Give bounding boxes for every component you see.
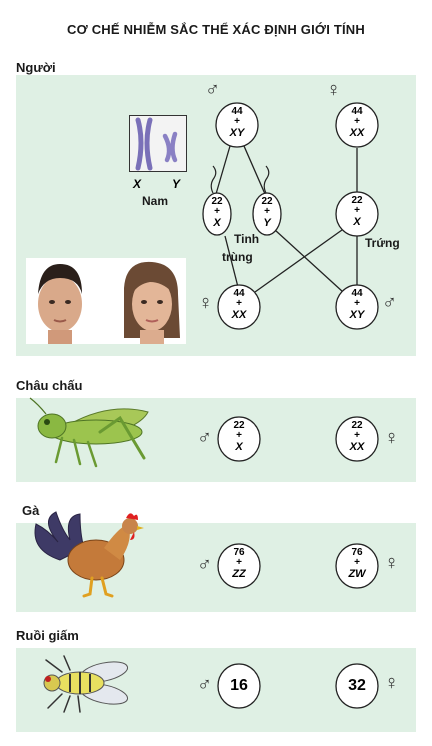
- man-woman-faces-icon: [38, 261, 180, 344]
- cell-text-top: 22: [261, 196, 273, 207]
- grasshopper-icon: [29, 397, 149, 468]
- cell-text-plus: +: [236, 430, 242, 441]
- cell-parent-male: [215, 102, 259, 148]
- cell-fly-female-text: 32: [348, 677, 366, 694]
- cell-child-female-text: 44 + XX: [218, 288, 260, 322]
- cell-text-bottom: ZZ: [232, 568, 246, 580]
- male-symbol-icon: ♂: [382, 292, 397, 314]
- cell-fly-male: [217, 663, 261, 709]
- line-sperm-y-to-son: [274, 229, 344, 293]
- cell-text-top: 22: [233, 420, 245, 431]
- cell-child-female: [217, 284, 261, 330]
- cell-fly-female: [335, 663, 379, 709]
- section-label-chicken: Gà: [22, 503, 40, 518]
- cell-text-top: 44: [233, 288, 245, 299]
- cell-chicken-male: [217, 543, 261, 589]
- cell-text-bottom: XX: [231, 309, 247, 321]
- female-symbol-icon: ♀: [326, 79, 341, 101]
- cell-text-top: 44: [351, 288, 363, 299]
- female-symbol-icon: ♀: [384, 672, 399, 694]
- cell-text-plus: +: [354, 430, 360, 441]
- cell-text-top: 22: [211, 196, 223, 207]
- cell-egg-text: 22 + X: [336, 195, 378, 229]
- cell-child-male-text: 44 + XY: [336, 288, 378, 322]
- cell-chicken-female-text: 76 + ZW: [336, 547, 378, 581]
- section-label-grasshopper: Châu chấu: [16, 378, 83, 393]
- cell-text-plus: +: [236, 298, 242, 309]
- cell-text-plus: +: [354, 298, 360, 309]
- cell-fly-male-text: 16: [230, 677, 248, 694]
- cell-text-plus: +: [236, 557, 242, 568]
- sperm-y-tail-icon: [263, 165, 270, 194]
- cell-text-top: 76: [233, 547, 245, 558]
- rooster-icon: [34, 511, 144, 598]
- cell-text-bottom: XX: [349, 127, 365, 139]
- cell-text-top: 22: [351, 420, 363, 431]
- chromosome-x-label: X: [133, 177, 142, 191]
- cell-text-bottom: XY: [229, 127, 245, 139]
- cell-text-plus: +: [264, 206, 270, 217]
- nam-label: Nam: [142, 194, 169, 208]
- cell-text-bottom: X: [353, 216, 361, 228]
- female-symbol-icon: ♀: [384, 552, 399, 574]
- cell-text-bottom: X: [235, 441, 243, 453]
- cell-text-bottom: XX: [349, 441, 365, 453]
- cell-grasshopper-female-text: 22 + XX: [336, 420, 378, 454]
- chromosome-y-label: Y: [172, 177, 181, 191]
- male-symbol-icon: ♂: [205, 79, 220, 101]
- section-label-human: Người: [16, 60, 56, 75]
- cell-sperm-y: [252, 192, 282, 236]
- cell-child-male: [335, 284, 379, 330]
- cell-sperm-x-text: 22 + X: [203, 196, 231, 230]
- cell-text-bottom: XY: [349, 309, 365, 321]
- cell-text-plus: +: [234, 116, 240, 127]
- cell-text-bottom: Y: [263, 217, 271, 229]
- cell-text-top: 76: [351, 547, 363, 558]
- male-symbol-icon: ♂: [197, 427, 212, 449]
- sperm-x-tail-icon: [210, 165, 217, 194]
- trung-egg-label: Trứng: [365, 236, 400, 250]
- cell-sperm-y-text: 22 + Y: [253, 196, 281, 230]
- cell-grasshopper-female: [335, 416, 379, 462]
- line-egg-to-daughter: [254, 229, 343, 293]
- cell-text-top: 22: [351, 195, 363, 206]
- cell-text-bottom: ZW: [348, 568, 366, 580]
- male-symbol-icon: ♂: [197, 674, 212, 696]
- male-symbol-icon: ♂: [197, 554, 212, 576]
- tinh-label: Tinh: [234, 232, 260, 246]
- cell-parent-female-text: 44 + XX: [336, 106, 378, 140]
- line-male-to-sperm-x: [215, 145, 231, 195]
- cell-parent-female: [335, 102, 379, 148]
- cell-text-plus: +: [354, 116, 360, 127]
- cell-grasshopper-male-text: 22 + X: [218, 420, 260, 454]
- cell-text-top: 44: [351, 106, 363, 117]
- cell-text-bottom: X: [213, 217, 221, 229]
- fruit-fly-icon: [43, 655, 129, 713]
- cell-parent-male-text: 44 + XY: [216, 106, 258, 140]
- cell-text-top: 44: [231, 106, 243, 117]
- cell-text-plus: +: [354, 205, 360, 216]
- trung-sperm-label: trùng: [222, 250, 253, 264]
- xy-chromosomes-icon: [135, 117, 178, 171]
- section-label-fly: Ruồi giấm: [16, 628, 79, 643]
- cell-chicken-male-text: 76 + ZZ: [218, 547, 260, 581]
- page-title: CƠ CHẾ NHIỄM SẮC THỂ XÁC ĐỊNH GIỚI TÍNH: [67, 22, 365, 37]
- chromosome-xy-image: [129, 115, 187, 172]
- female-symbol-icon: ♀: [384, 427, 399, 449]
- cell-sperm-x: [202, 192, 232, 236]
- cell-text-plus: +: [214, 206, 220, 217]
- line-male-to-sperm-y: [243, 145, 266, 195]
- line-sperm-x-to-daughter: [224, 235, 239, 288]
- cell-text-plus: +: [354, 557, 360, 568]
- female-symbol-icon: ♀: [198, 292, 213, 314]
- cell-grasshopper-male: [217, 416, 261, 462]
- faces-photo: [26, 258, 186, 344]
- cell-chicken-female: [335, 543, 379, 589]
- cell-egg: [335, 191, 379, 237]
